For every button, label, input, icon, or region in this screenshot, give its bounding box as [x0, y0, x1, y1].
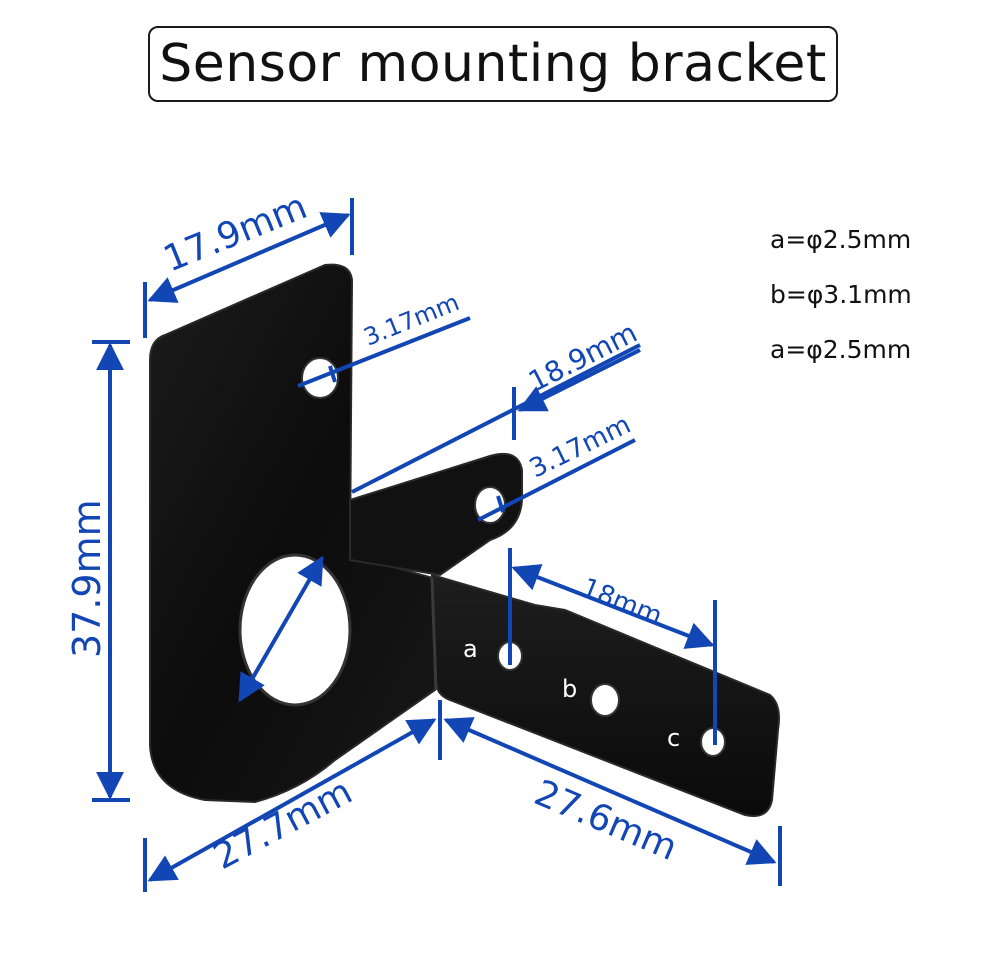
- bracket-body: [149, 263, 780, 817]
- legend-item-c: a=φ2.5mm: [770, 335, 912, 364]
- hole-label-c: c: [667, 724, 680, 752]
- dim-spacing-line: [511, 564, 715, 649]
- hole-b: [590, 683, 620, 717]
- dim-arm-hole-tick: [496, 495, 505, 513]
- legend-item-a: a=φ2.5mm: [770, 225, 912, 254]
- dim-bottom-left-line: [147, 718, 437, 882]
- dim-arm-hole-leader: [477, 438, 636, 522]
- dim-upper-hole-tick: [328, 365, 337, 383]
- page-title: Sensor mounting bracket: [159, 34, 827, 94]
- hole-label-b: b: [562, 675, 577, 703]
- dim-upper-hole-leader: [297, 316, 471, 388]
- dim-big-hole-line: [238, 555, 324, 703]
- bend-edge: [430, 577, 438, 691]
- dim-top-width-line: [147, 212, 351, 303]
- dim-height-label: 37.9mm: [65, 499, 109, 658]
- hole-label-a: a: [463, 635, 478, 663]
- dim-bottom-right-line: [443, 717, 777, 865]
- bracket-side-arm: [349, 452, 523, 577]
- hole-legend: a=φ2.5mm b=φ3.1mm a=φ2.5mm: [770, 222, 912, 387]
- dim-arm-length-line: [351, 343, 641, 494]
- dim-arm-length-arrow: [517, 348, 641, 412]
- title-box: Sensor mounting bracket: [148, 26, 838, 102]
- legend-item-b: b=φ3.1mm: [770, 280, 912, 309]
- dim-top-width-label: 17.9mm: [158, 186, 313, 280]
- dimension-lines: [92, 198, 782, 892]
